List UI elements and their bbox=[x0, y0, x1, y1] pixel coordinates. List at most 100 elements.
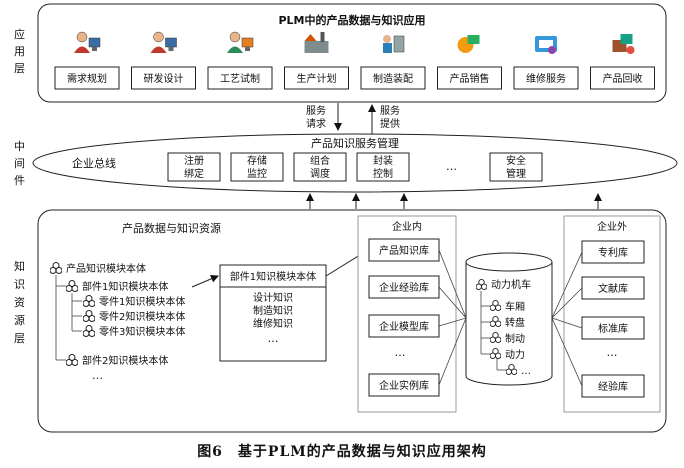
knowledge-tree: 产品知识模块本体 部件1知识模块本体 零件1知识模块本体 零件2知识模块本体 零… bbox=[50, 262, 185, 382]
tree-sub2: 零件2知识模块本体 bbox=[99, 310, 185, 323]
outside-item-label-3: 标准库 bbox=[598, 322, 628, 335]
enterprise-bus-label: 企业总线 bbox=[72, 156, 116, 170]
service-label-2-1: 存储 bbox=[247, 154, 267, 167]
part1-detail-header: 部件1知识模块本体 bbox=[230, 270, 316, 283]
outside-link-3 bbox=[551, 317, 583, 329]
figure-caption: 图6 基于PLM的产品数据与知识应用架构 bbox=[197, 444, 487, 460]
repository-links bbox=[438, 249, 583, 387]
cylinder-top bbox=[465, 252, 553, 272]
person-computer-icon-1 bbox=[74, 31, 101, 53]
detail-line-dots: … bbox=[268, 332, 279, 345]
inside-item-label-1: 产品知识库 bbox=[379, 244, 429, 257]
app-item-box-3 bbox=[207, 66, 273, 90]
layer-label-knowledge-ch1: 识 bbox=[14, 278, 25, 291]
layer-label-app-ch0: 应 bbox=[14, 27, 25, 41]
cylinder-item-label-1: 车厢 bbox=[505, 300, 525, 313]
app-panel-title: PLM中的产品数据与知识应用 bbox=[278, 13, 425, 27]
outside-link-2 bbox=[551, 287, 583, 319]
service-provide-label-1: 服务 bbox=[380, 104, 400, 117]
inside-link-2 bbox=[438, 286, 467, 319]
service-box-2 bbox=[230, 152, 284, 182]
security-label-2: 管理 bbox=[506, 167, 526, 180]
app-item-box-4 bbox=[284, 66, 349, 90]
outside-link-5 bbox=[551, 317, 583, 387]
layer-label-knowledge-ch3: 源 bbox=[14, 313, 25, 327]
layer-label-middle-ch1: 间 bbox=[14, 157, 25, 170]
app-item-label-2: 研发设计 bbox=[144, 72, 184, 85]
person-worker-icon-3 bbox=[227, 31, 254, 53]
inside-item-label-2: 企业经验库 bbox=[379, 281, 429, 294]
tree-dots: … bbox=[92, 369, 103, 382]
sales-icon-6 bbox=[457, 35, 480, 53]
service-icon-7 bbox=[535, 36, 557, 54]
cylinder-title: 动力机车 bbox=[491, 278, 531, 291]
inside-item-dots: … bbox=[395, 346, 406, 359]
outside-item-label-5: 经验库 bbox=[598, 380, 628, 393]
service-label-1-1: 注册 bbox=[184, 154, 204, 167]
detail-line-manufacture: 制造知识 bbox=[253, 304, 293, 317]
layer-label-middle-ch0: 中 bbox=[14, 140, 25, 153]
app-item-label-7: 维修服务 bbox=[526, 72, 566, 85]
outside-item-dots: … bbox=[607, 346, 618, 359]
cylinder-item-list: 车厢转盘制动动力… bbox=[481, 300, 531, 377]
inside-enterprise-title: 企业内 bbox=[392, 220, 422, 233]
app-item-label-3: 工艺试制 bbox=[220, 72, 260, 85]
outside-item-label-2: 文献库 bbox=[598, 282, 628, 295]
outside-link-1 bbox=[551, 251, 583, 319]
service-label-4-2: 控制 bbox=[373, 167, 393, 180]
layer-label-knowledge-ch0: 知 bbox=[14, 259, 25, 273]
inside-link-5 bbox=[438, 317, 467, 386]
app-item-box-5 bbox=[360, 66, 426, 90]
app-item-box-8 bbox=[590, 66, 655, 90]
cylinder-item-label-5: … bbox=[521, 366, 531, 377]
app-item-list: 需求规划研发设计工艺试制生产计划制造装配产品销售维修服务产品回收 bbox=[54, 31, 655, 90]
service-box-1 bbox=[167, 152, 221, 182]
cylinder-item-label-4: 动力 bbox=[505, 348, 525, 361]
person-computer-icon-2 bbox=[150, 31, 177, 53]
part1-detail-box bbox=[219, 264, 327, 362]
inside-link-3 bbox=[438, 317, 467, 327]
assembly-icon-5 bbox=[383, 35, 405, 53]
app-item-label-4: 生产计划 bbox=[297, 72, 337, 85]
production-icon-4 bbox=[304, 32, 329, 53]
middleware-ellipsis: … bbox=[446, 160, 457, 173]
tree-sub1: 零件1知识模块本体 bbox=[99, 295, 185, 308]
layer-label-middle-ch2: 件 bbox=[14, 174, 25, 187]
tree-root: 产品知识模块本体 bbox=[66, 262, 146, 275]
layer-label-app-ch1: 用 bbox=[14, 45, 25, 58]
app-item-box-2 bbox=[131, 66, 196, 90]
service-label-1-2: 绑定 bbox=[184, 167, 204, 180]
outside-enterprise-title: 企业外 bbox=[597, 220, 627, 233]
service-label-2-2: 监控 bbox=[247, 167, 267, 180]
service-box-4 bbox=[356, 152, 410, 182]
inside-item-label-5: 企业实例库 bbox=[379, 379, 429, 392]
app-item-label-5: 制造装配 bbox=[373, 72, 413, 85]
layer-label-knowledge: 知 识 资 源 层 bbox=[14, 259, 25, 345]
service-label-3-1: 组合 bbox=[310, 154, 330, 167]
app-item-box-6 bbox=[437, 66, 502, 90]
app-item-box-7 bbox=[513, 66, 579, 90]
outside-item-label-1: 专利库 bbox=[598, 246, 628, 259]
service-request-label-1: 服务 bbox=[306, 104, 326, 117]
middleware-title: 产品知识服务管理 bbox=[311, 136, 399, 150]
layer-label-middle: 中 间 件 bbox=[14, 140, 25, 187]
tree-to-detail-arrow bbox=[191, 275, 219, 288]
tree-part2: 部件2知识模块本体 bbox=[82, 354, 168, 367]
security-label-1: 安全 bbox=[506, 154, 526, 167]
layer-label-app-ch2: 层 bbox=[14, 62, 25, 75]
layer-label-knowledge-ch4: 层 bbox=[14, 332, 25, 345]
layer-label-knowledge-ch2: 资 bbox=[14, 296, 25, 309]
app-item-label-8: 产品回收 bbox=[603, 72, 643, 85]
service-provide-label-2: 提供 bbox=[380, 117, 400, 130]
inside-item-label-3: 企业模型库 bbox=[379, 320, 429, 333]
layer-label-app: 应 用 层 bbox=[14, 27, 25, 75]
service-request-label-2: 请求 bbox=[306, 117, 326, 130]
resource-title: 产品数据与知识资源 bbox=[122, 221, 221, 235]
service-box-3 bbox=[293, 152, 347, 182]
inside-link-1 bbox=[438, 249, 467, 319]
service-label-4-1: 封装 bbox=[373, 154, 393, 167]
detail-line-maintenance: 维修知识 bbox=[253, 317, 293, 330]
cylinder-item-label-3: 制动 bbox=[505, 332, 525, 345]
